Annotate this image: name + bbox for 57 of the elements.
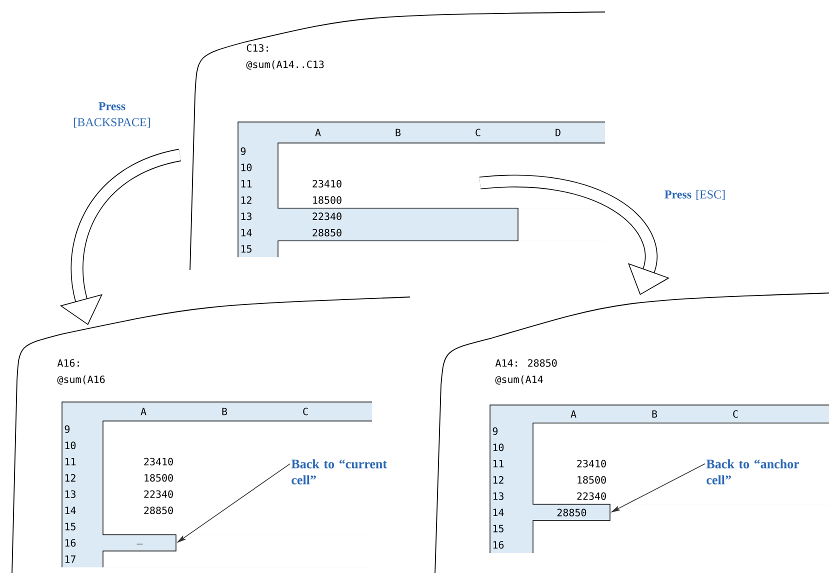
- status-line: A16:: [57, 359, 79, 367]
- status-line: @sum(A14: [495, 375, 543, 385]
- edge-label: Press [ESC]: [664, 190, 725, 200]
- row-number: 9: [64, 425, 70, 433]
- row-number: 10: [65, 442, 76, 450]
- callout-text: Back to “anchor cell”: [706, 459, 800, 484]
- row-number: 16: [493, 541, 504, 549]
- status-line: A14: 28850: [495, 359, 557, 367]
- row-number: 12: [493, 476, 504, 484]
- row-number: 15: [65, 522, 76, 530]
- row-number: 12: [241, 196, 252, 204]
- row-number: 16: [65, 539, 76, 547]
- cell-value: 23410: [144, 458, 173, 466]
- cell-value: 23410: [577, 460, 606, 468]
- cell-value: 18500: [313, 196, 342, 204]
- row-number: 12: [65, 474, 76, 482]
- cell-value: 28850: [312, 228, 342, 236]
- column-header: C: [733, 410, 738, 418]
- row-number: 13: [65, 490, 76, 498]
- cell-value: 23410: [312, 180, 342, 188]
- arrow: [480, 174, 670, 295]
- status-line: @sum(A16: [57, 375, 105, 385]
- row-number: 10: [493, 444, 504, 452]
- row-number: 17: [65, 555, 76, 563]
- row-number: 13: [241, 212, 252, 220]
- row-number: 13: [493, 492, 504, 500]
- row-number: 9: [492, 427, 498, 435]
- cell-value: 22340: [144, 490, 173, 498]
- cell-value: 28850: [144, 506, 173, 514]
- column-header: B: [396, 128, 401, 136]
- cell-value: 22340: [312, 212, 342, 220]
- cell-value: 18500: [144, 474, 173, 482]
- row-number: 15: [493, 524, 504, 532]
- row-number: 10: [241, 164, 252, 172]
- column-header: D: [556, 128, 560, 136]
- row-number: 14: [493, 508, 504, 516]
- row-number: 9: [240, 147, 246, 155]
- row-number: 11: [241, 180, 252, 188]
- column-header: A: [140, 408, 146, 416]
- status-line: @sum(A14..C13: [246, 60, 324, 70]
- row-number: 14: [241, 229, 252, 236]
- column-header: B: [222, 408, 228, 416]
- edge-label: Press [BACKSPACE]: [74, 102, 150, 128]
- row-number: 11: [65, 458, 76, 466]
- column-header: C: [476, 128, 480, 136]
- highlighted-cell: 28850: [557, 508, 586, 516]
- cell-value: 18500: [578, 476, 606, 484]
- column-header: B: [652, 410, 658, 418]
- column-header: A: [570, 410, 576, 418]
- callout-text: Back to “current cell”: [291, 459, 387, 484]
- column-header: C: [303, 408, 308, 416]
- row-number: 11: [493, 460, 504, 468]
- cell-value: 22340: [577, 492, 606, 500]
- column-header: A: [315, 128, 321, 136]
- row-number: 15: [241, 245, 252, 253]
- status-line: C13:: [246, 44, 268, 52]
- row-number: 14: [65, 506, 76, 514]
